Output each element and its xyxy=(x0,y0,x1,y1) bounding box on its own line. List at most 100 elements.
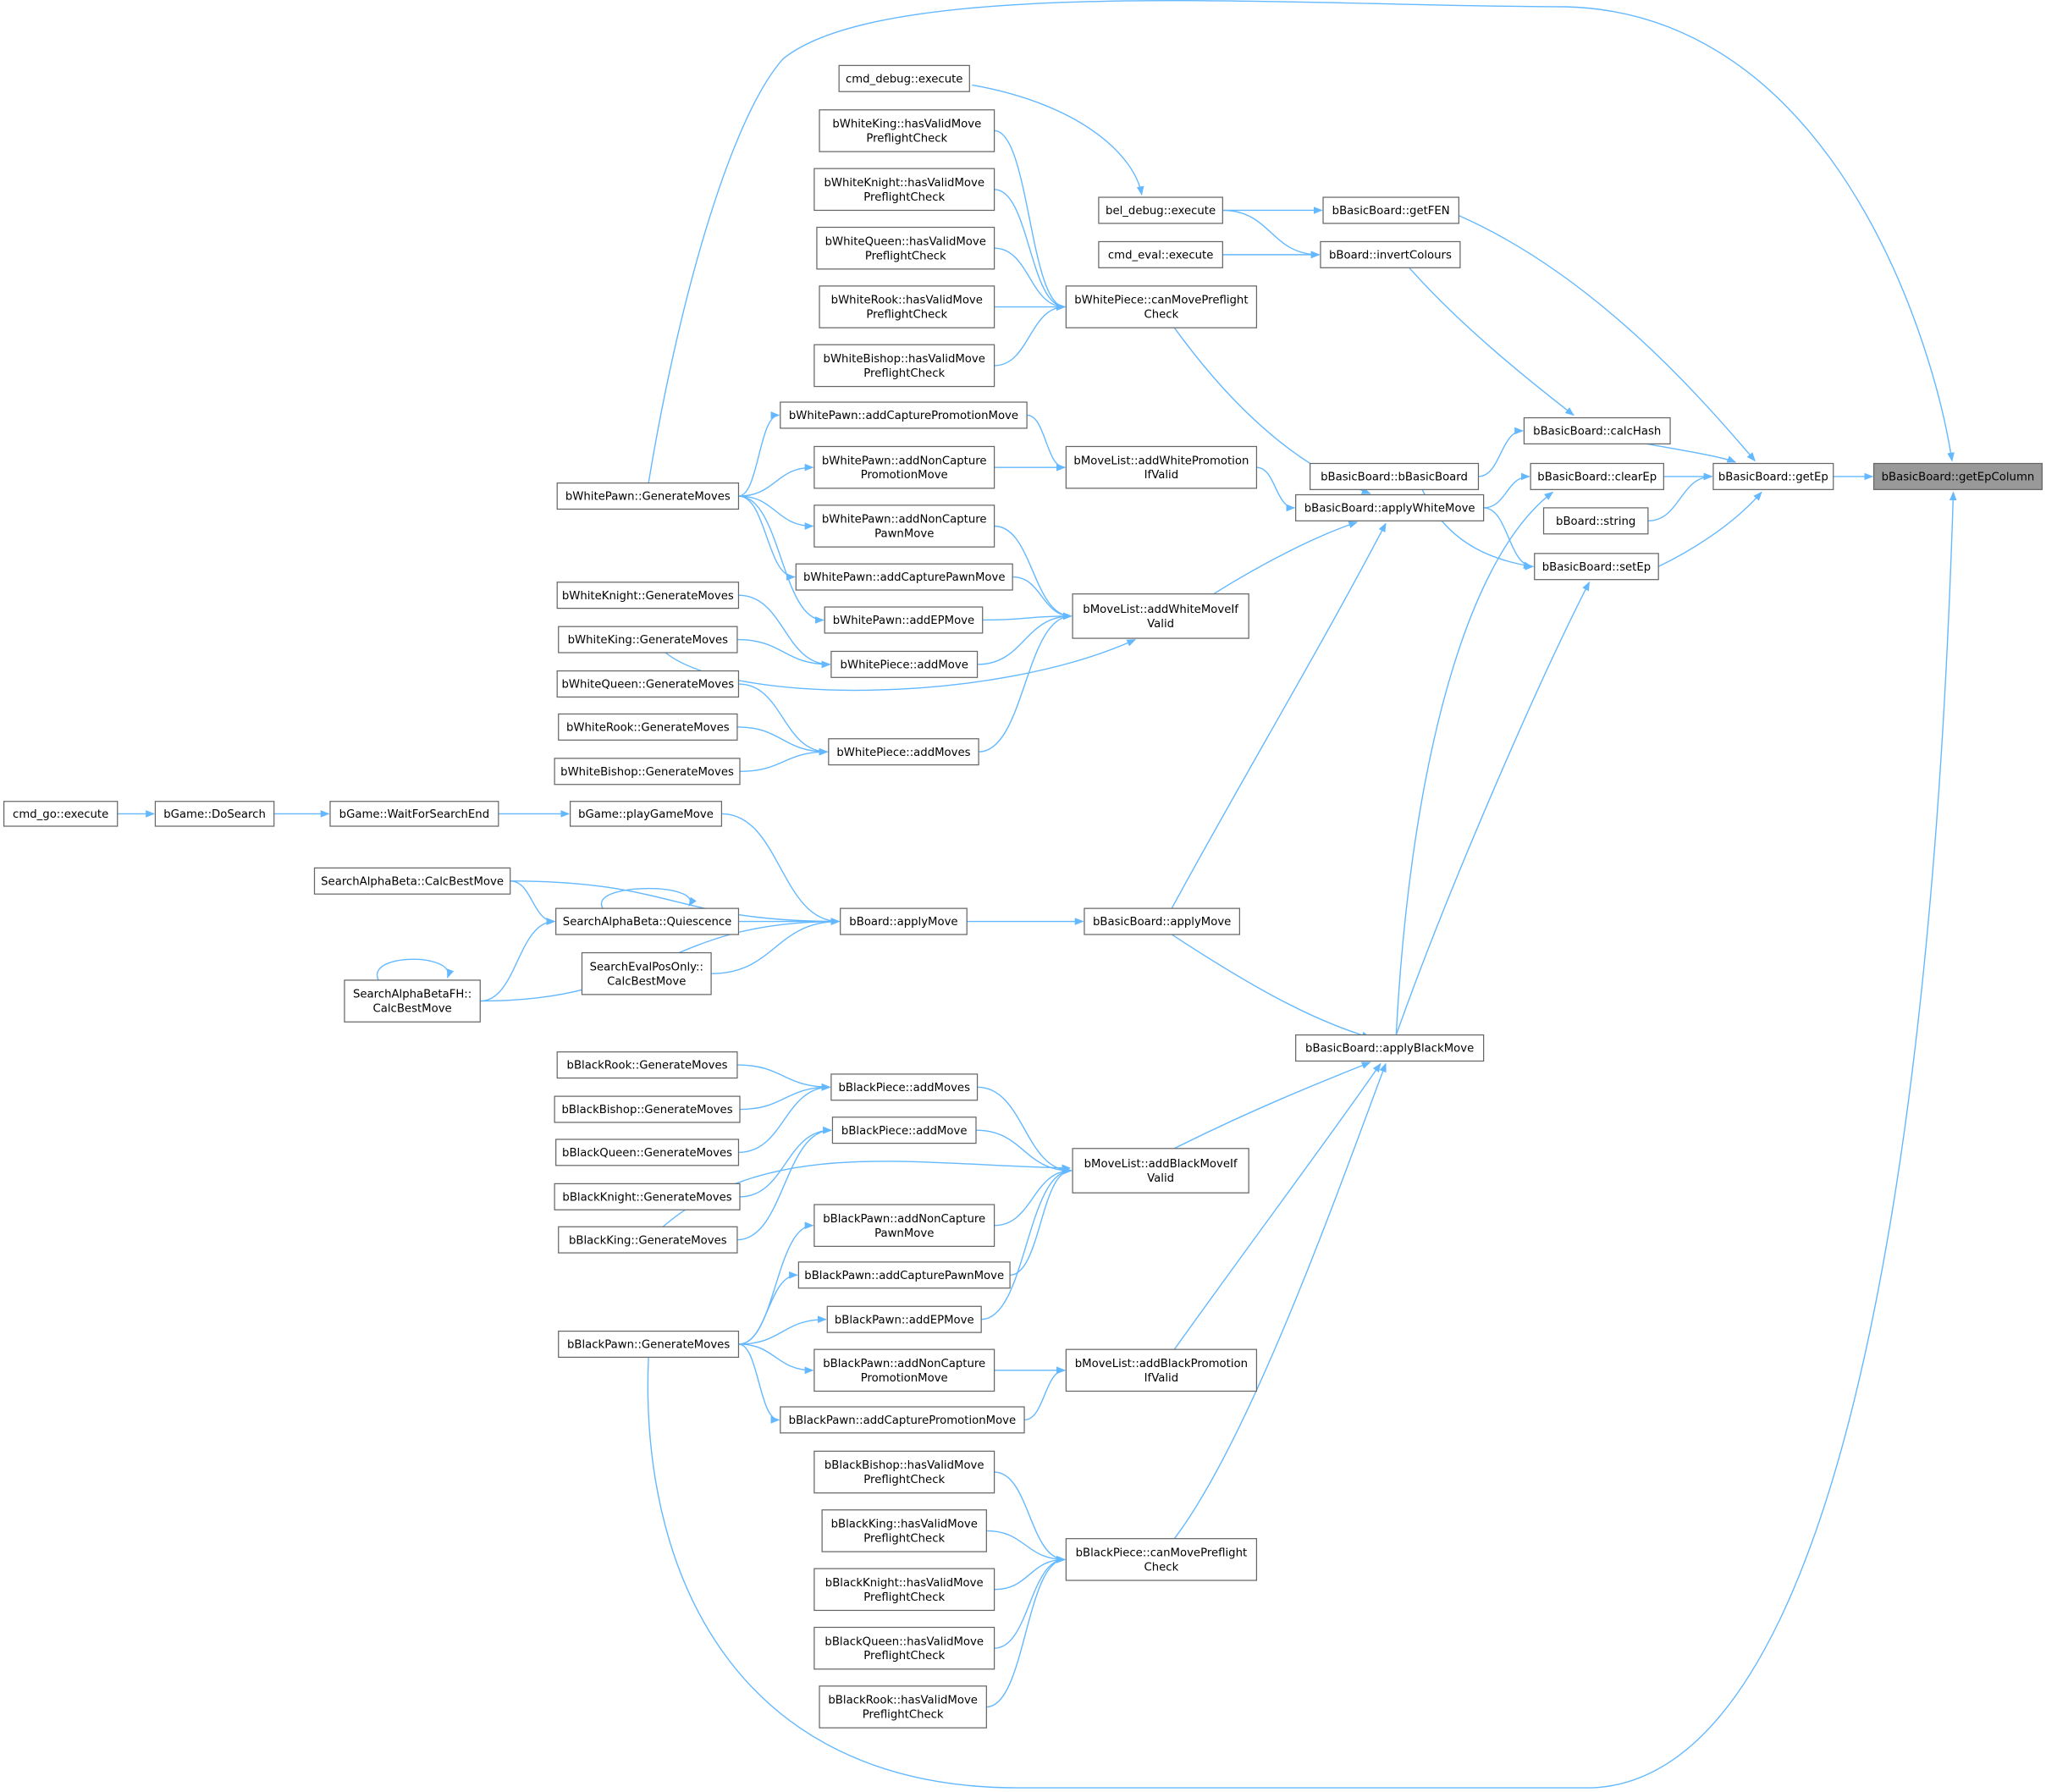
node-box xyxy=(813,1204,995,1247)
node-label: bBlackPawn::addNonCapture xyxy=(823,1213,985,1226)
node-sab-calc[interactable]: SearchAlphaBeta::CalcBestMove xyxy=(313,867,511,895)
node-w-add-moves[interactable]: bWhitePiece::addMoves xyxy=(828,738,979,766)
node-box xyxy=(1065,1538,1258,1581)
node-label: bBlackQueen::GenerateMoves xyxy=(562,1147,732,1160)
node-w-pawn-gen[interactable]: bWhitePawn::GenerateMoves xyxy=(556,482,740,510)
node-label: bBasicBoard::applyBlackMove xyxy=(1305,1043,1474,1056)
node-label: bWhiteQueen::hasValidMove xyxy=(825,235,986,248)
node-get-fen[interactable]: bBasicBoard::getFEN xyxy=(1322,196,1459,224)
node-wait-end[interactable]: bGame::WaitForSearchEnd xyxy=(329,801,499,827)
node-label: bBlackPawn::addNonCapture xyxy=(823,1358,985,1370)
node-bb-apply[interactable]: bBasicBoard::applyMove xyxy=(1084,907,1240,935)
node-w-knight-gen[interactable]: bWhiteKnight::GenerateMoves xyxy=(556,582,740,609)
node-b-add-moves[interactable]: bBlackPiece::addMoves xyxy=(830,1073,979,1101)
node-clear-ep[interactable]: bBasicBoard::clearEp xyxy=(1530,462,1664,490)
node-bel-debug[interactable]: bel_debug::execute xyxy=(1098,196,1223,224)
node-calc-hash[interactable]: bBasicBoard::calcHash xyxy=(1523,416,1671,445)
node-label: CalcBestMove xyxy=(607,975,686,988)
node-box xyxy=(826,1305,982,1333)
node-b-pawn-gen[interactable]: bBlackPawn::GenerateMoves xyxy=(558,1330,740,1359)
edge-w-pawn-gen-to-w-cap-pawn xyxy=(738,495,796,581)
node-box xyxy=(1065,285,1258,328)
node-apply-white-move[interactable]: bBasicBoard::applyWhiteMove xyxy=(1295,493,1485,521)
node-w-bishop-gen[interactable]: bWhiteBishop::GenerateMoves xyxy=(554,758,741,786)
node-w-king-gen[interactable]: bWhiteKing::GenerateMoves xyxy=(558,626,738,653)
node-b-king-gen[interactable]: bBlackKing::GenerateMoves xyxy=(558,1226,738,1254)
node-label: PawnMove xyxy=(874,528,934,541)
node-label: bWhitePawn::addNonCapture xyxy=(822,455,987,467)
node-b-ep[interactable]: bBlackPawn::addEPMove xyxy=(826,1305,982,1333)
node-w-ep[interactable]: bWhitePawn::addEPMove xyxy=(824,606,984,634)
node-string[interactable]: bBoard::string xyxy=(1542,507,1649,535)
node-label: bWhitePawn::addEPMove xyxy=(833,615,974,627)
node-b-rook-gen[interactable]: bBlackRook::GenerateMoves xyxy=(556,1051,738,1079)
edge-sabfh-calc-to-sabfh-calc xyxy=(376,958,455,981)
node-box xyxy=(813,445,995,489)
node-b-cap-prom[interactable]: bBlackPawn::addCapturePromotionMove xyxy=(780,1406,1025,1434)
node-sepo-calc[interactable]: SearchEvalPosOnly::CalcBestMove xyxy=(581,951,712,995)
node-do-search[interactable]: bGame::DoSearch xyxy=(154,801,275,827)
node-apply-black-move[interactable]: bBasicBoard::applyBlackMove xyxy=(1295,1034,1485,1062)
node-w-queen-gen[interactable]: bWhiteQueen::GenerateMoves xyxy=(556,670,740,698)
node-set-ep[interactable]: bBasicBoard::setEp xyxy=(1534,553,1659,581)
edge-play-game-to-b-apply xyxy=(721,813,841,925)
node-w-rook-gen[interactable]: bWhiteRook::GenerateMoves xyxy=(558,713,738,741)
node-w-cap-pawn[interactable]: bWhitePawn::addCapturePawnMove xyxy=(795,563,1013,591)
node-box xyxy=(819,109,995,152)
node-box xyxy=(1320,240,1461,268)
node-invert-colours[interactable]: bBoard::invertColours xyxy=(1320,240,1461,268)
node-label: bWhiteQueen::GenerateMoves xyxy=(561,679,734,692)
node-w-add-move[interactable]: bWhitePiece::addMove xyxy=(830,650,979,678)
node-get-ep-column[interactable]: bBasicBoard::getEpColumn xyxy=(1872,462,2043,490)
node-cmd-debug[interactable]: cmd_debug::execute xyxy=(838,64,970,92)
node-b-cap-pawn[interactable]: bBlackPawn::addCapturePawnMove xyxy=(797,1261,1011,1289)
node-get-ep[interactable]: bBasicBoard::getEp xyxy=(1712,462,1834,490)
node-label: bBasicBoard::applyWhiteMove xyxy=(1304,503,1475,516)
node-label: PromotionMove xyxy=(861,469,948,482)
node-cmd-go[interactable]: cmd_go::execute xyxy=(3,801,119,827)
node-box xyxy=(813,1568,995,1612)
node-label: bBlackPawn::GenerateMoves xyxy=(567,1339,730,1352)
node-box xyxy=(813,505,995,548)
edge-w-queen-hv-to-w-can-move xyxy=(994,247,1066,311)
node-label: PreflightCheck xyxy=(863,1474,945,1486)
node-label: bBlackPawn::addEPMove xyxy=(835,1314,974,1326)
node-ctor[interactable]: bBasicBoard::bBasicBoard xyxy=(1310,462,1480,490)
node-b-apply[interactable]: bBoard::applyMove xyxy=(840,907,968,935)
node-label: SearchAlphaBetaFH:: xyxy=(353,989,472,1001)
node-w-cap-prom[interactable]: bWhitePawn::addCapturePromotionMove xyxy=(780,401,1028,429)
node-b-queen-gen[interactable]: bBlackQueen::GenerateMoves xyxy=(555,1139,740,1166)
node-quiescence[interactable]: SearchAlphaBeta::Quiescence xyxy=(555,907,740,935)
node-b-add-move[interactable]: bBlackPiece::addMove xyxy=(831,1117,977,1144)
edge-b-pawn-gen-to-b-cap-pawn xyxy=(738,1271,798,1345)
node-b-bishop-gen[interactable]: bBlackBishop::GenerateMoves xyxy=(554,1095,741,1123)
node-b-knight-gen[interactable]: bBlackKnight::GenerateMoves xyxy=(554,1183,741,1210)
node-play-game[interactable]: bGame::playGameMove xyxy=(569,801,723,827)
nodes-layer: bBasicBoard::getEpColumn bBasicBoard::get… xyxy=(3,64,2043,1729)
node-label: IfValid xyxy=(1144,469,1179,482)
node-cmd-eval[interactable]: cmd_eval::execute xyxy=(1098,240,1223,268)
node-box xyxy=(555,1139,740,1166)
node-box xyxy=(780,401,1028,429)
node-sabfh-calc[interactable]: SearchAlphaBetaFH::CalcBestMove xyxy=(344,979,481,1023)
